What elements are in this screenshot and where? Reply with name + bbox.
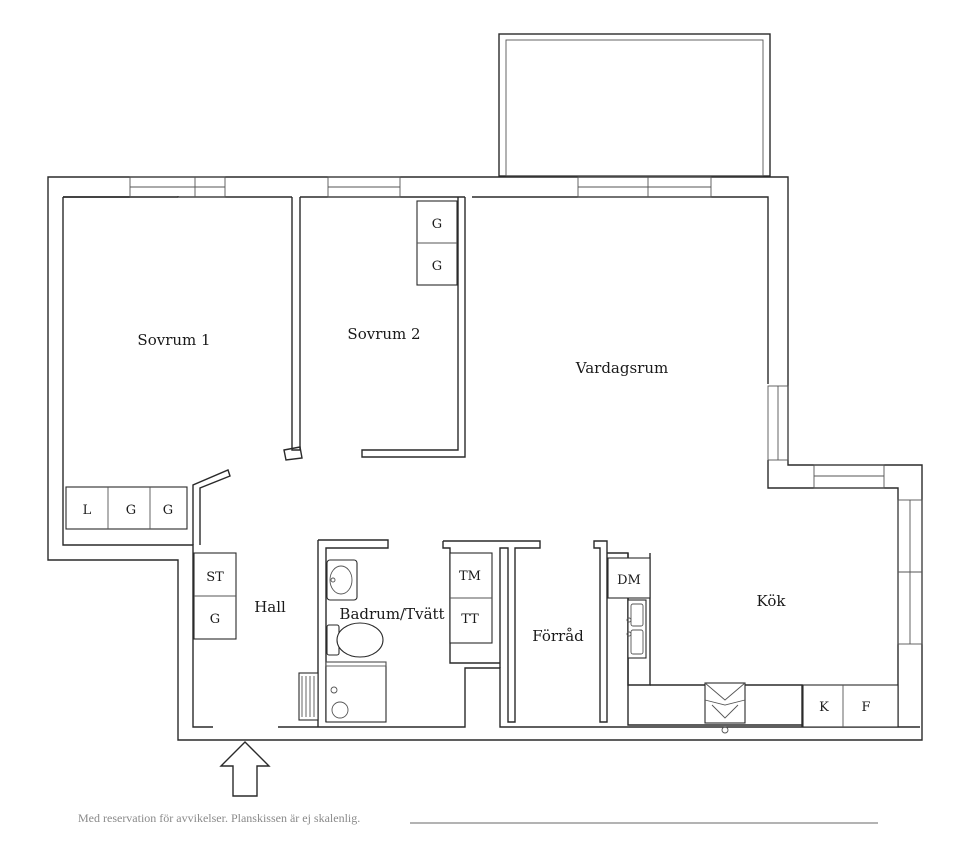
room-label-forrad: Förråd [532,627,584,645]
stove-hood-icon [704,682,746,734]
entrance-arrow-icon [219,741,271,797]
fixture-label-g: G [163,503,173,518]
room-label-sovrum-2: Sovrum 2 [347,325,420,343]
fixture-label-dm: DM [617,573,641,588]
fixture-label-f: F [861,700,870,715]
toilet-icon [326,622,384,658]
balcony [498,33,771,177]
shower-icon [325,661,387,723]
fixture-label-l: L [83,503,92,518]
outer-walls [47,176,923,741]
fixture-label-tt: TT [461,612,479,627]
fixture-label-k: K [819,700,829,715]
room-label-vardagsrum: Vardagsrum [575,359,668,377]
sink-icon [326,559,358,601]
room-label-sovrum-1: Sovrum 1 [137,331,210,349]
fixture-label-st: ST [206,570,224,585]
room-label-badrum-tvatt: Badrum/Tvätt [339,605,444,623]
room-label-kok: Kök [757,592,787,610]
radiator-icon [298,672,319,721]
footer-divider [410,822,878,824]
windows [129,176,923,645]
disclaimer-text: Med reservation för avvikelser. Planskis… [78,811,361,825]
fixture-label-g: G [126,503,136,518]
room-label-hall: Hall [254,598,286,616]
kitchen-sink-icon [626,599,647,659]
fixture-label-g: G [432,259,442,274]
fixture-label-tm: TM [459,569,481,584]
fixture-label-g: G [210,612,220,627]
interior-walls [192,197,803,727]
wardrobes [65,200,899,728]
fixture-label-g: G [432,217,442,232]
